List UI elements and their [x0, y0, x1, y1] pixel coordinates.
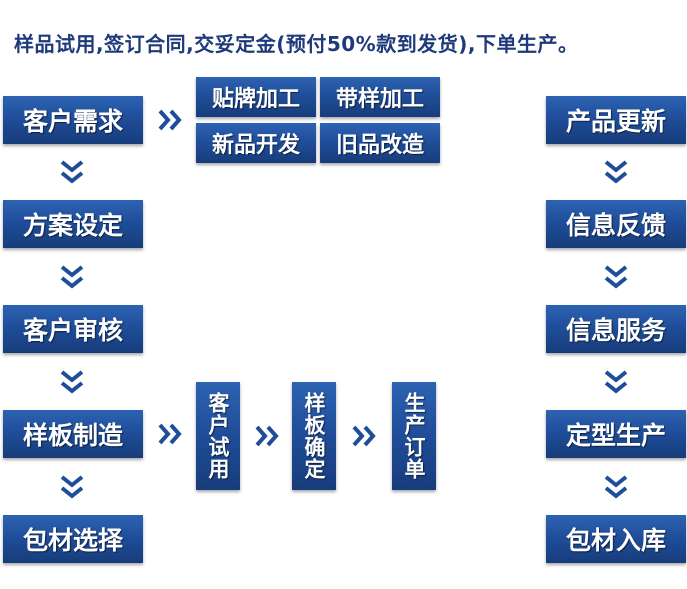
option-oem: 贴牌加工 [196, 77, 316, 117]
option-old-product: 旧品改造 [320, 123, 440, 163]
step-customer-review: 客户审核 [3, 305, 143, 353]
step-customer-demand: 客户需求 [3, 96, 143, 144]
step-production-order: 生产订单 [392, 382, 436, 490]
step-sample-confirm: 样板确定 [292, 382, 336, 490]
step-plan-design: 方案设定 [3, 200, 143, 248]
double-chevron-down-icon [602, 160, 630, 184]
step-packaging-storage: 包材入库 [546, 515, 686, 563]
double-chevron-right-icon [254, 424, 282, 448]
double-chevron-down-icon [602, 475, 630, 499]
double-chevron-down-icon [58, 475, 86, 499]
double-chevron-right-icon [351, 424, 379, 448]
step-feedback: 信息反馈 [546, 200, 686, 248]
option-sample-process: 带样加工 [320, 77, 440, 117]
double-chevron-down-icon [602, 265, 630, 289]
step-sample-making: 样板制造 [3, 410, 143, 458]
header-text: 样品试用,签订合同,交妥定金(预付50%款到发货),下单生产。 [14, 32, 579, 56]
double-chevron-down-icon [602, 370, 630, 394]
step-customer-trial: 客户试用 [196, 382, 240, 490]
step-mass-production: 定型生产 [546, 410, 686, 458]
double-chevron-right-icon [157, 422, 185, 446]
double-chevron-down-icon [58, 160, 86, 184]
double-chevron-down-icon [58, 265, 86, 289]
double-chevron-down-icon [58, 370, 86, 394]
option-new-product: 新品开发 [196, 123, 316, 163]
double-chevron-right-icon [157, 108, 185, 132]
step-product-update: 产品更新 [546, 96, 686, 144]
step-info-service: 信息服务 [546, 305, 686, 353]
step-packaging-select: 包材选择 [3, 515, 143, 563]
